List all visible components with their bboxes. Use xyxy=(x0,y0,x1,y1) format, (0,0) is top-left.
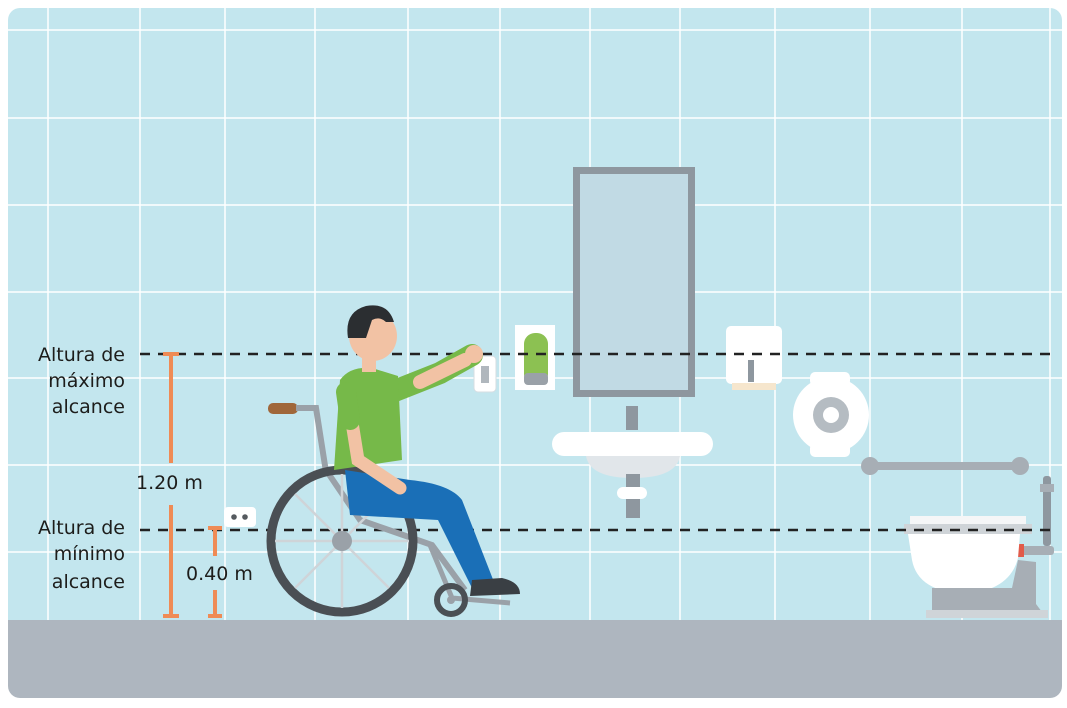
power-outlet xyxy=(224,507,256,527)
min-reach-label-line2: mínimo xyxy=(54,543,125,565)
height-label-040: 0.40 m xyxy=(186,563,253,585)
paper-towel-dispenser xyxy=(726,326,782,390)
max-reach-label-line1: Altura de xyxy=(38,344,125,366)
floor xyxy=(8,620,1062,700)
max-reach-label-line2: máximo xyxy=(48,370,125,392)
max-reach-label-line3: alcance xyxy=(52,396,125,418)
min-reach-label-line1: Altura de xyxy=(38,517,125,539)
max-reach-label: Altura de máximo alcance xyxy=(38,344,125,418)
height-label-120: 1.20 m xyxy=(136,472,203,494)
tiled-wall xyxy=(8,8,1062,620)
mirror xyxy=(573,167,695,397)
min-reach-label-line3: alcance xyxy=(52,571,125,593)
soap-dispenser xyxy=(515,325,555,390)
